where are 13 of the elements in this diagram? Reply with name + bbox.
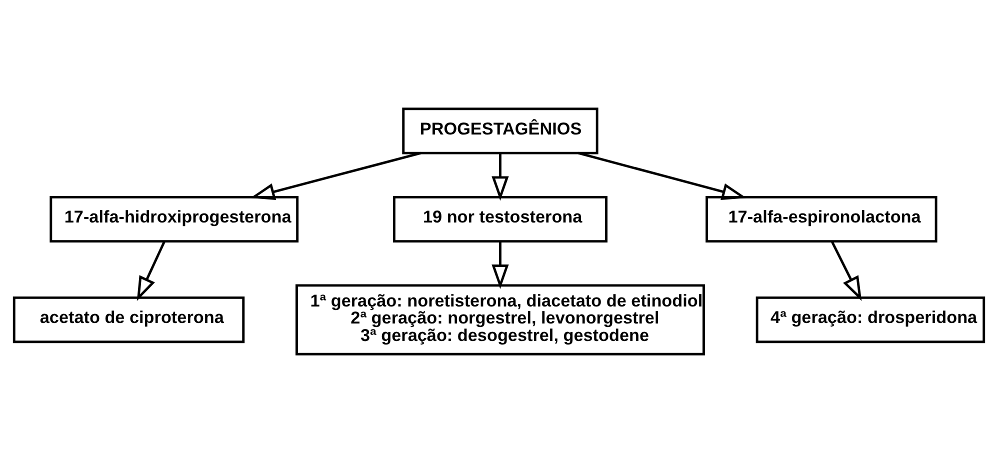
node-box: 17-alfa-espironolactona [706, 195, 938, 242]
node-box: 19 nor testosterona [392, 195, 608, 242]
node-box: acetato de ciproterona [12, 296, 245, 343]
arrow [136, 240, 166, 300]
node-box: 4ª geração: drosperidona [756, 296, 986, 343]
node-box: 17-alfa-hidroxiprogesterona [50, 195, 299, 242]
arrow [492, 152, 509, 200]
arrow [578, 151, 746, 200]
node-box: 1ª geração: noretisterona, diacetato de etinodiol 2ª geração: norgestrel, levonorgestrel 3ª geração: desogestrel, gestodene [295, 284, 705, 355]
node-box: PROGESTAGÊNIOS [402, 107, 598, 154]
arrow [830, 240, 862, 300]
arrow [492, 241, 509, 289]
arrow [250, 151, 422, 200]
